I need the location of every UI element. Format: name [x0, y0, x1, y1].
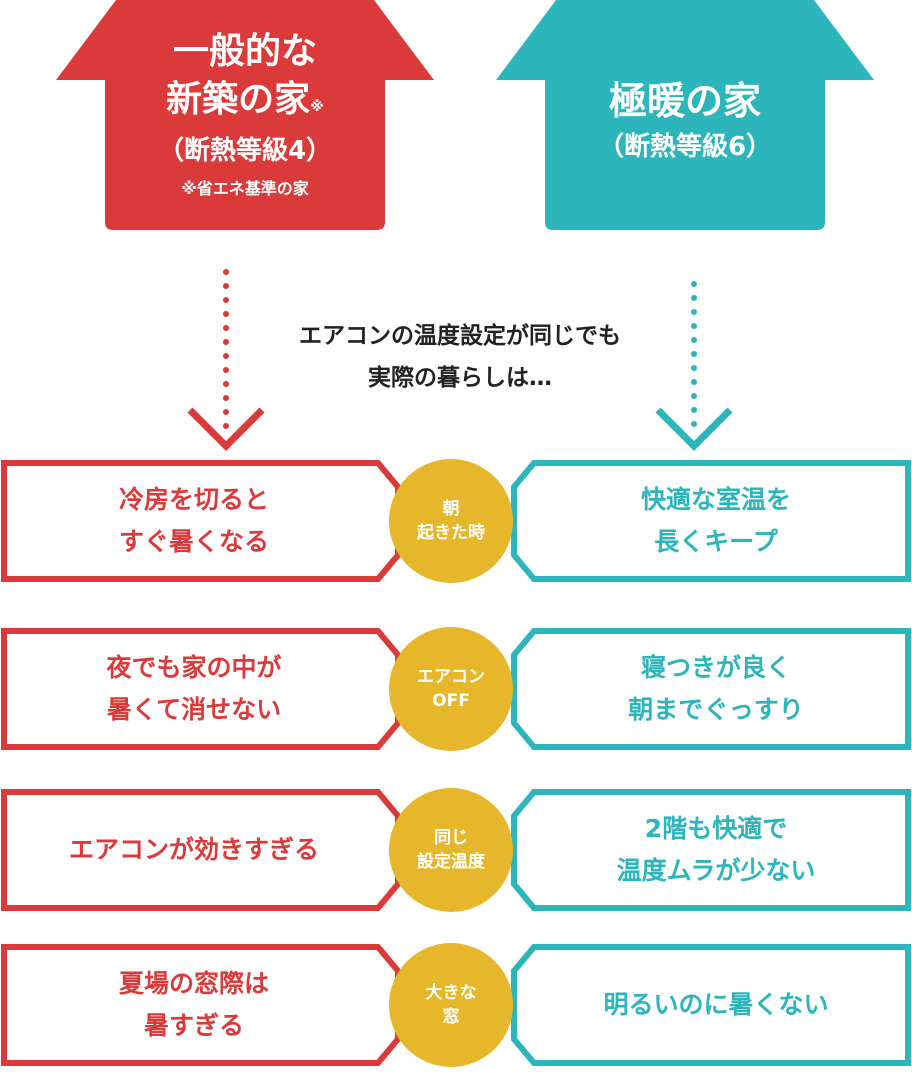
house-standard-footnote-mark: ※: [310, 99, 324, 115]
row-frames: [1, 460, 911, 582]
row-frames: [1, 944, 911, 1066]
house-standard-title-2-text: 新築の家: [166, 79, 311, 120]
house-standard-title-1: 一般的な: [172, 31, 317, 72]
right-box-frame: [511, 944, 911, 1066]
situation-badge: 同じ設定温度: [389, 788, 513, 912]
comparison-row: 夜でも家の中が暑くて消せない 寝つきが良く朝までぐっすり エアコン OFF: [0, 627, 912, 751]
standard-house-result-line: 暑すぎる: [143, 1011, 244, 1040]
gokudan-house-result-line: 朝までぐっすり: [628, 695, 804, 724]
standard-house-result: エアコンが効きすぎる: [8, 788, 380, 912]
comparison-caption-1: エアコンの温度設定が同じでも: [299, 323, 621, 349]
standard-house-result: 冷房を切るとすぐ暑くなる: [8, 459, 380, 583]
standard-house-result-line: 夏場の窓際は: [118, 969, 269, 998]
standard-house-result-line: 冷房を切ると: [118, 485, 269, 514]
gokudan-house-result-line: 2階も快適で: [644, 814, 788, 843]
left-box-frame: [1, 628, 401, 750]
situation-badge-line: エアコン: [417, 667, 485, 687]
gokudan-house-result-line: 快適な室温を: [640, 485, 791, 514]
arrow-down-right-icon: [655, 281, 733, 451]
house-standard-shape: [56, 0, 434, 230]
standard-house-result: 夜でも家の中が暑くて消せない: [8, 627, 380, 751]
gokudan-house-result-line: 明るいのに暑くない: [603, 990, 829, 1019]
house-gokudan-shape: [496, 0, 874, 230]
situation-badge: 大きな窓: [389, 943, 513, 1067]
house-gokudan-grade: （断熱等級6）: [597, 132, 773, 162]
house-standard-grade: （断熱等級4）: [157, 136, 333, 166]
situation-badge: 朝起きた時: [389, 459, 513, 583]
house-standard-note: ※省エネ基準の家: [181, 179, 309, 198]
gokudan-house-result: 快適な室温を長くキープ: [530, 459, 902, 583]
standard-house-result: 夏場の窓際は暑すぎる: [8, 943, 380, 1067]
left-box-frame: [1, 789, 401, 911]
row-frames: [1, 628, 911, 750]
gokudan-house-result: 明るいのに暑くない: [530, 943, 902, 1067]
right-box-frame: [511, 628, 911, 750]
gokudan-house-result-line: 寝つきが良く: [640, 653, 791, 682]
gokudan-house-result: 2階も快適で温度ムラが少ない: [530, 788, 902, 912]
situation-badge-line: 大きな: [425, 983, 477, 1003]
left-box-frame: [1, 944, 401, 1066]
comparison-caption-2: 実際の暮らしは…: [368, 365, 552, 391]
right-box-frame: [511, 460, 911, 582]
right-box-frame: [511, 789, 911, 911]
house-standard: 一般的な 新築の家※ （断熱等級4） ※省エネ基準の家: [56, 0, 434, 230]
situation-badge-line: 起きた時: [417, 523, 485, 543]
situation-badge-line: 窓: [442, 1007, 460, 1027]
gokudan-house-result-line: 長くキープ: [654, 527, 778, 556]
house-gokudan-title: 極暖の家: [608, 79, 761, 123]
situation-badge-line: 同じ: [434, 828, 468, 848]
standard-house-result-line: エアコンが効きすぎる: [68, 835, 319, 864]
comparison-row: 冷房を切るとすぐ暑くなる快適な室温を長くキープ朝起きた時: [0, 459, 912, 583]
standard-house-result-line: すぐ暑くなる: [118, 527, 269, 556]
left-box-frame: [1, 460, 401, 582]
situation-badge: エアコン OFF: [389, 627, 513, 751]
situation-badge-line: 朝: [442, 499, 460, 519]
situation-badge-line: 設定温度: [417, 852, 485, 872]
gokudan-house-result: 寝つきが良く朝までぐっすり: [530, 627, 902, 751]
arrow-down-left-icon: [187, 269, 265, 451]
standard-house-result-line: 夜でも家の中が: [106, 653, 282, 682]
row-frames: [1, 789, 911, 911]
standard-house-result-line: 暑くて消せない: [106, 695, 282, 724]
comparison-row: 夏場の窓際は暑すぎる 明るいのに暑くない 大きな窓: [0, 943, 912, 1067]
gokudan-house-result-line: 温度ムラが少ない: [616, 856, 816, 885]
house-gokudan: 極暖の家 （断熱等級6）: [496, 0, 874, 230]
house-standard-title-2: 新築の家※: [56, 78, 434, 129]
situation-badge-line: OFF: [432, 691, 470, 711]
